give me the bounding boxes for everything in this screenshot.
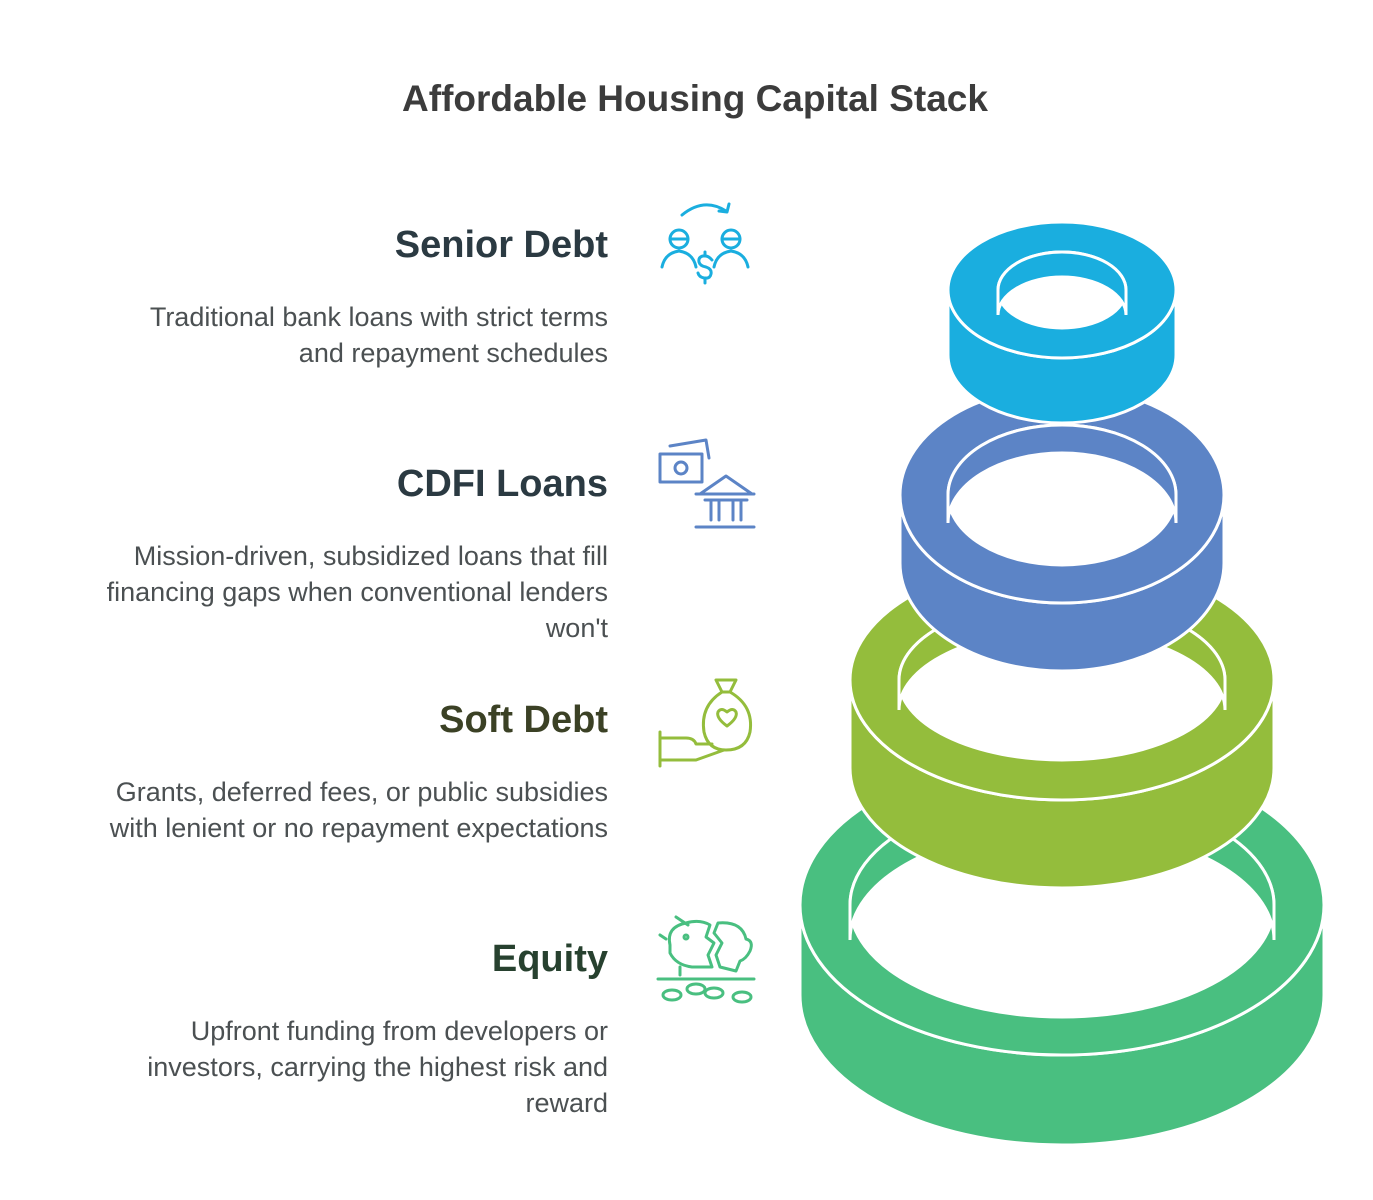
tier-senior-debt: Senior Debt Traditional bank loans with …	[8, 222, 608, 371]
tier-cdfi-loans: CDFI Loans Mission-driven, subsidized lo…	[8, 461, 608, 646]
broken-piggy-bank-icon	[656, 905, 756, 1005]
description-line: Grants, deferred fees, or public subsidi…	[115, 777, 608, 807]
tier-title: CDFI Loans	[396, 463, 608, 505]
description-line: won't	[545, 613, 608, 643]
money-exchange-icon	[656, 193, 756, 293]
tier-title: Soft Debt	[439, 699, 608, 741]
tier-equity: Equity Upfront funding from developers o…	[8, 936, 608, 1121]
senior-debt-ring	[946, 220, 1178, 425]
description-line: investors, carrying the highest risk and	[147, 1052, 608, 1082]
bank-cash-icon	[656, 432, 756, 532]
tier-description: Traditional bank loans with strict terms…	[8, 299, 608, 371]
description-line: reward	[525, 1088, 608, 1118]
tier-soft-debt: Soft Debt Grants, deferred fees, or publ…	[8, 697, 608, 846]
cdfi-loans-ring	[898, 385, 1226, 673]
description-line: with lenient or no repayment expectation…	[109, 813, 608, 843]
hand-money-bag-heart-icon	[656, 670, 756, 770]
tier-description: Upfront funding from developers or inves…	[8, 1013, 608, 1121]
tier-description: Grants, deferred fees, or public subsidi…	[8, 774, 608, 846]
description-line: and repayment schedules	[298, 338, 608, 368]
tier-description: Mission-driven, subsidized loans that fi…	[8, 538, 608, 646]
description-line: Traditional bank loans with strict terms	[149, 302, 608, 332]
diagram-title: Affordable Housing Capital Stack	[402, 78, 988, 119]
capital-stack-rings	[790, 205, 1350, 1145]
description-line: Upfront funding from developers or	[190, 1016, 608, 1046]
tier-title: Equity	[491, 938, 608, 980]
description-line: Mission-driven, subsidized loans that fi…	[133, 541, 608, 571]
description-line: financing gaps when conventional lenders	[106, 577, 608, 607]
tier-title: Senior Debt	[394, 224, 608, 266]
